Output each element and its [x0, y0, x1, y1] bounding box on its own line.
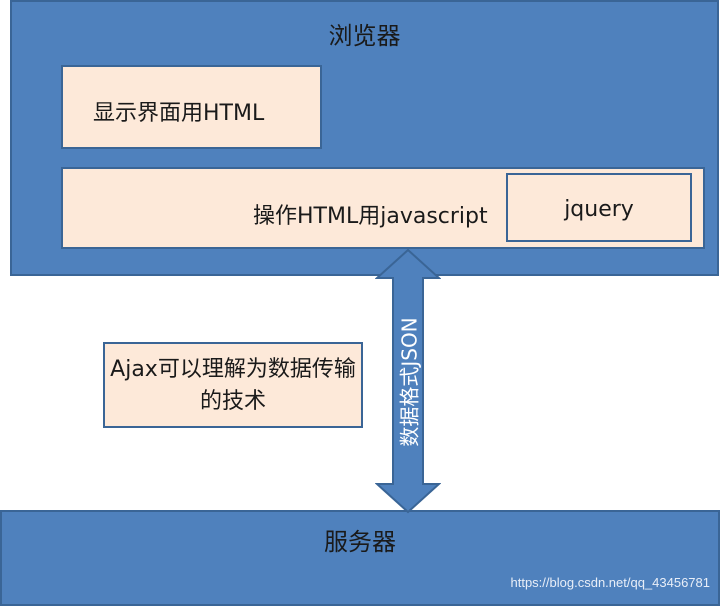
jquery-label: jquery	[564, 197, 634, 222]
server-title: 服务器	[324, 528, 396, 556]
html-display-box: 显示界面用HTML	[61, 65, 322, 149]
watermark-text: https://blog.csdn.net/qq_43456781	[510, 575, 711, 590]
server-container: 服务器 https://blog.csdn.net/qq_43456781	[0, 510, 720, 606]
ajax-note-box: Ajax可以理解为数据传输的技术	[103, 342, 363, 428]
javascript-label: 操作HTML用javascript	[253, 204, 488, 229]
ajax-note-label: Ajax可以理解为数据传输的技术	[110, 357, 356, 414]
html-display-label: 显示界面用HTML	[93, 101, 265, 126]
jquery-box: jquery	[506, 173, 692, 242]
arrow-label: 数据格式JSON	[397, 317, 422, 447]
double-arrow-icon	[375, 248, 441, 514]
browser-title: 浏览器	[328, 22, 401, 50]
